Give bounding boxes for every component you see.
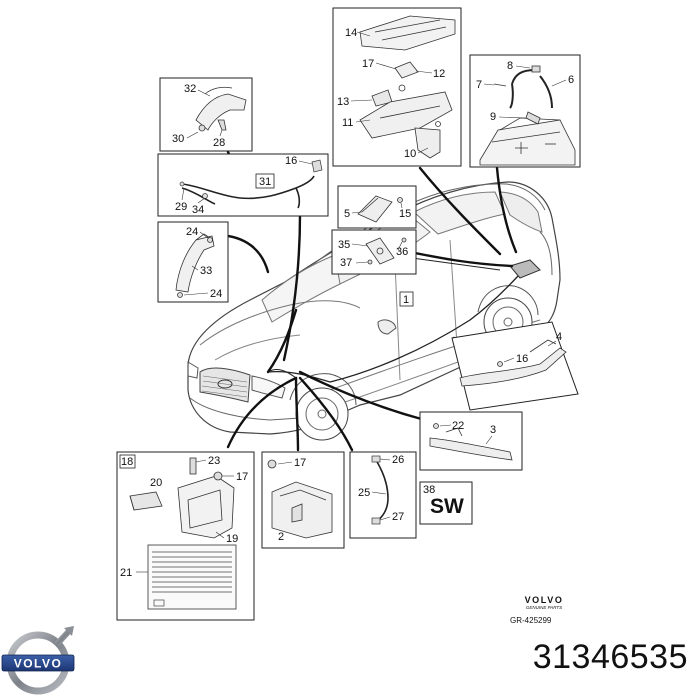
detail-box-bracket-33: 24 33 24 (157, 221, 229, 303)
diagram-reference: GR-425299 (510, 616, 552, 625)
detail-box-bracket-2: 17 2 (261, 451, 345, 549)
callout-29: 29 (175, 201, 187, 213)
callout-17: 17 (294, 457, 306, 469)
callout-12: 12 (433, 68, 445, 80)
callout-37: 37 (340, 257, 352, 269)
brand-subtitle: GENUINE PARTS (525, 605, 563, 610)
callout-26: 26 (392, 454, 404, 466)
detail-box-harness-4: 4 16 (451, 321, 579, 411)
callout-1-frame: 1 (399, 291, 414, 307)
part-number: 31346535 (532, 638, 688, 676)
callout-9: 9 (490, 111, 496, 123)
callout-6: 6 (568, 74, 574, 86)
callout-15: 15 (399, 208, 411, 220)
detail-box-bracket-32: 32 30 28 (159, 77, 253, 152)
detail-box-control-unit: 5 15 (337, 185, 417, 229)
detail-box-sensor: 35 36 37 (331, 229, 417, 275)
callout-35: 35 (338, 239, 350, 251)
callout-17: 17 (236, 471, 248, 483)
callout-24: 24 (186, 226, 198, 238)
detail-box-cable-25: 26 25 27 (349, 451, 417, 539)
callout-31: 31 (259, 176, 271, 188)
callout-5: 5 (344, 208, 350, 220)
callout-10: 10 (404, 148, 416, 160)
callout-17: 17 (362, 58, 374, 70)
callout-16: 16 (516, 353, 528, 365)
callout-4: 4 (556, 331, 562, 343)
callout-23: 23 (208, 455, 220, 467)
callout-20: 20 (150, 477, 162, 489)
detail-box-software-38: 38 (419, 481, 473, 525)
callout-1: 1 (403, 294, 409, 306)
callout-28: 28 (213, 137, 225, 149)
detail-box-battery-junction: 14 17 12 13 11 10 (332, 7, 462, 167)
diagram-brand-block: VOLVO GENUINE PARTS GR-425299 (510, 595, 576, 625)
callout-25: 25 (358, 487, 370, 499)
callout-32: 32 (184, 83, 196, 95)
detail-box-fuse-box-18: 18 23 17 20 19 21 (116, 451, 255, 621)
brand-wordmark: VOLVO (524, 595, 564, 605)
callout-21: 21 (120, 567, 132, 579)
callout-2: 2 (278, 531, 284, 543)
callout-11: 11 (342, 117, 353, 129)
detail-box-battery-cable: 8 6 7 9 (469, 54, 581, 168)
callout-24: 24 (210, 288, 222, 300)
callout-22: 22 (452, 420, 464, 432)
callout-16: 16 (285, 155, 297, 167)
software-label: SW (430, 495, 464, 518)
callout-14: 14 (345, 27, 357, 39)
detail-box-cable-31: 16 31 29 34 (157, 153, 329, 217)
callout-8: 8 (507, 60, 513, 72)
callout-34: 34 (192, 204, 204, 216)
callout-3: 3 (490, 424, 496, 436)
callout-7: 7 (476, 79, 482, 91)
callout-30: 30 (172, 133, 184, 145)
callout-13: 13 (337, 96, 349, 108)
callout-27: 27 (392, 511, 404, 523)
callout-19: 19 (226, 533, 238, 545)
callout-18: 18 (121, 456, 133, 468)
detail-box-harness-3: 22 3 (419, 411, 523, 471)
callout-38: 38 (423, 484, 435, 496)
callout-33: 33 (200, 265, 212, 277)
volvo-logo: VOLVO (1, 626, 75, 695)
leader-lines (216, 150, 518, 452)
callout-36: 36 (396, 246, 408, 258)
volvo-logo-wordmark: VOLVO (14, 657, 63, 671)
